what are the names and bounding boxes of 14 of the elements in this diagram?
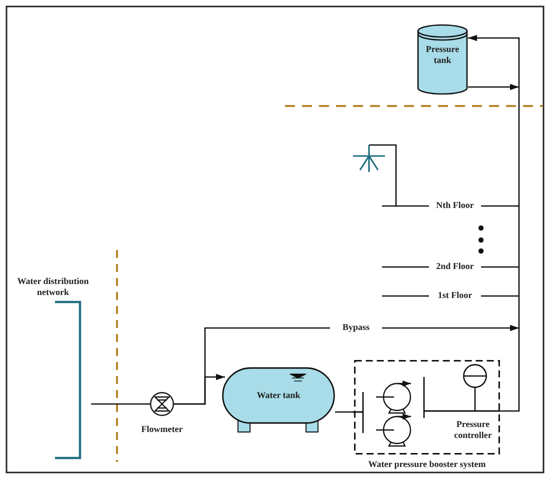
node-label: Water pressure booster system bbox=[367, 459, 487, 470]
pipe-line bbox=[91, 403, 150, 405]
flow-arrow bbox=[468, 84, 519, 90]
floor-label: 2nd Floor bbox=[429, 261, 481, 272]
node-label: Pressure tank bbox=[424, 44, 460, 66]
node-label: Pressure controller bbox=[453, 419, 493, 441]
node-label: Water distribution network bbox=[16, 276, 90, 298]
pipe-line bbox=[335, 411, 354, 413]
node-label: Water tank bbox=[256, 390, 302, 401]
node-caption: Flowmeter bbox=[140, 424, 184, 435]
flow-arrow bbox=[468, 34, 520, 412]
floor-label: Nth Floor bbox=[429, 200, 481, 211]
edge-label: Bypass bbox=[330, 322, 382, 333]
floor-label: 1st Floor bbox=[429, 290, 481, 301]
